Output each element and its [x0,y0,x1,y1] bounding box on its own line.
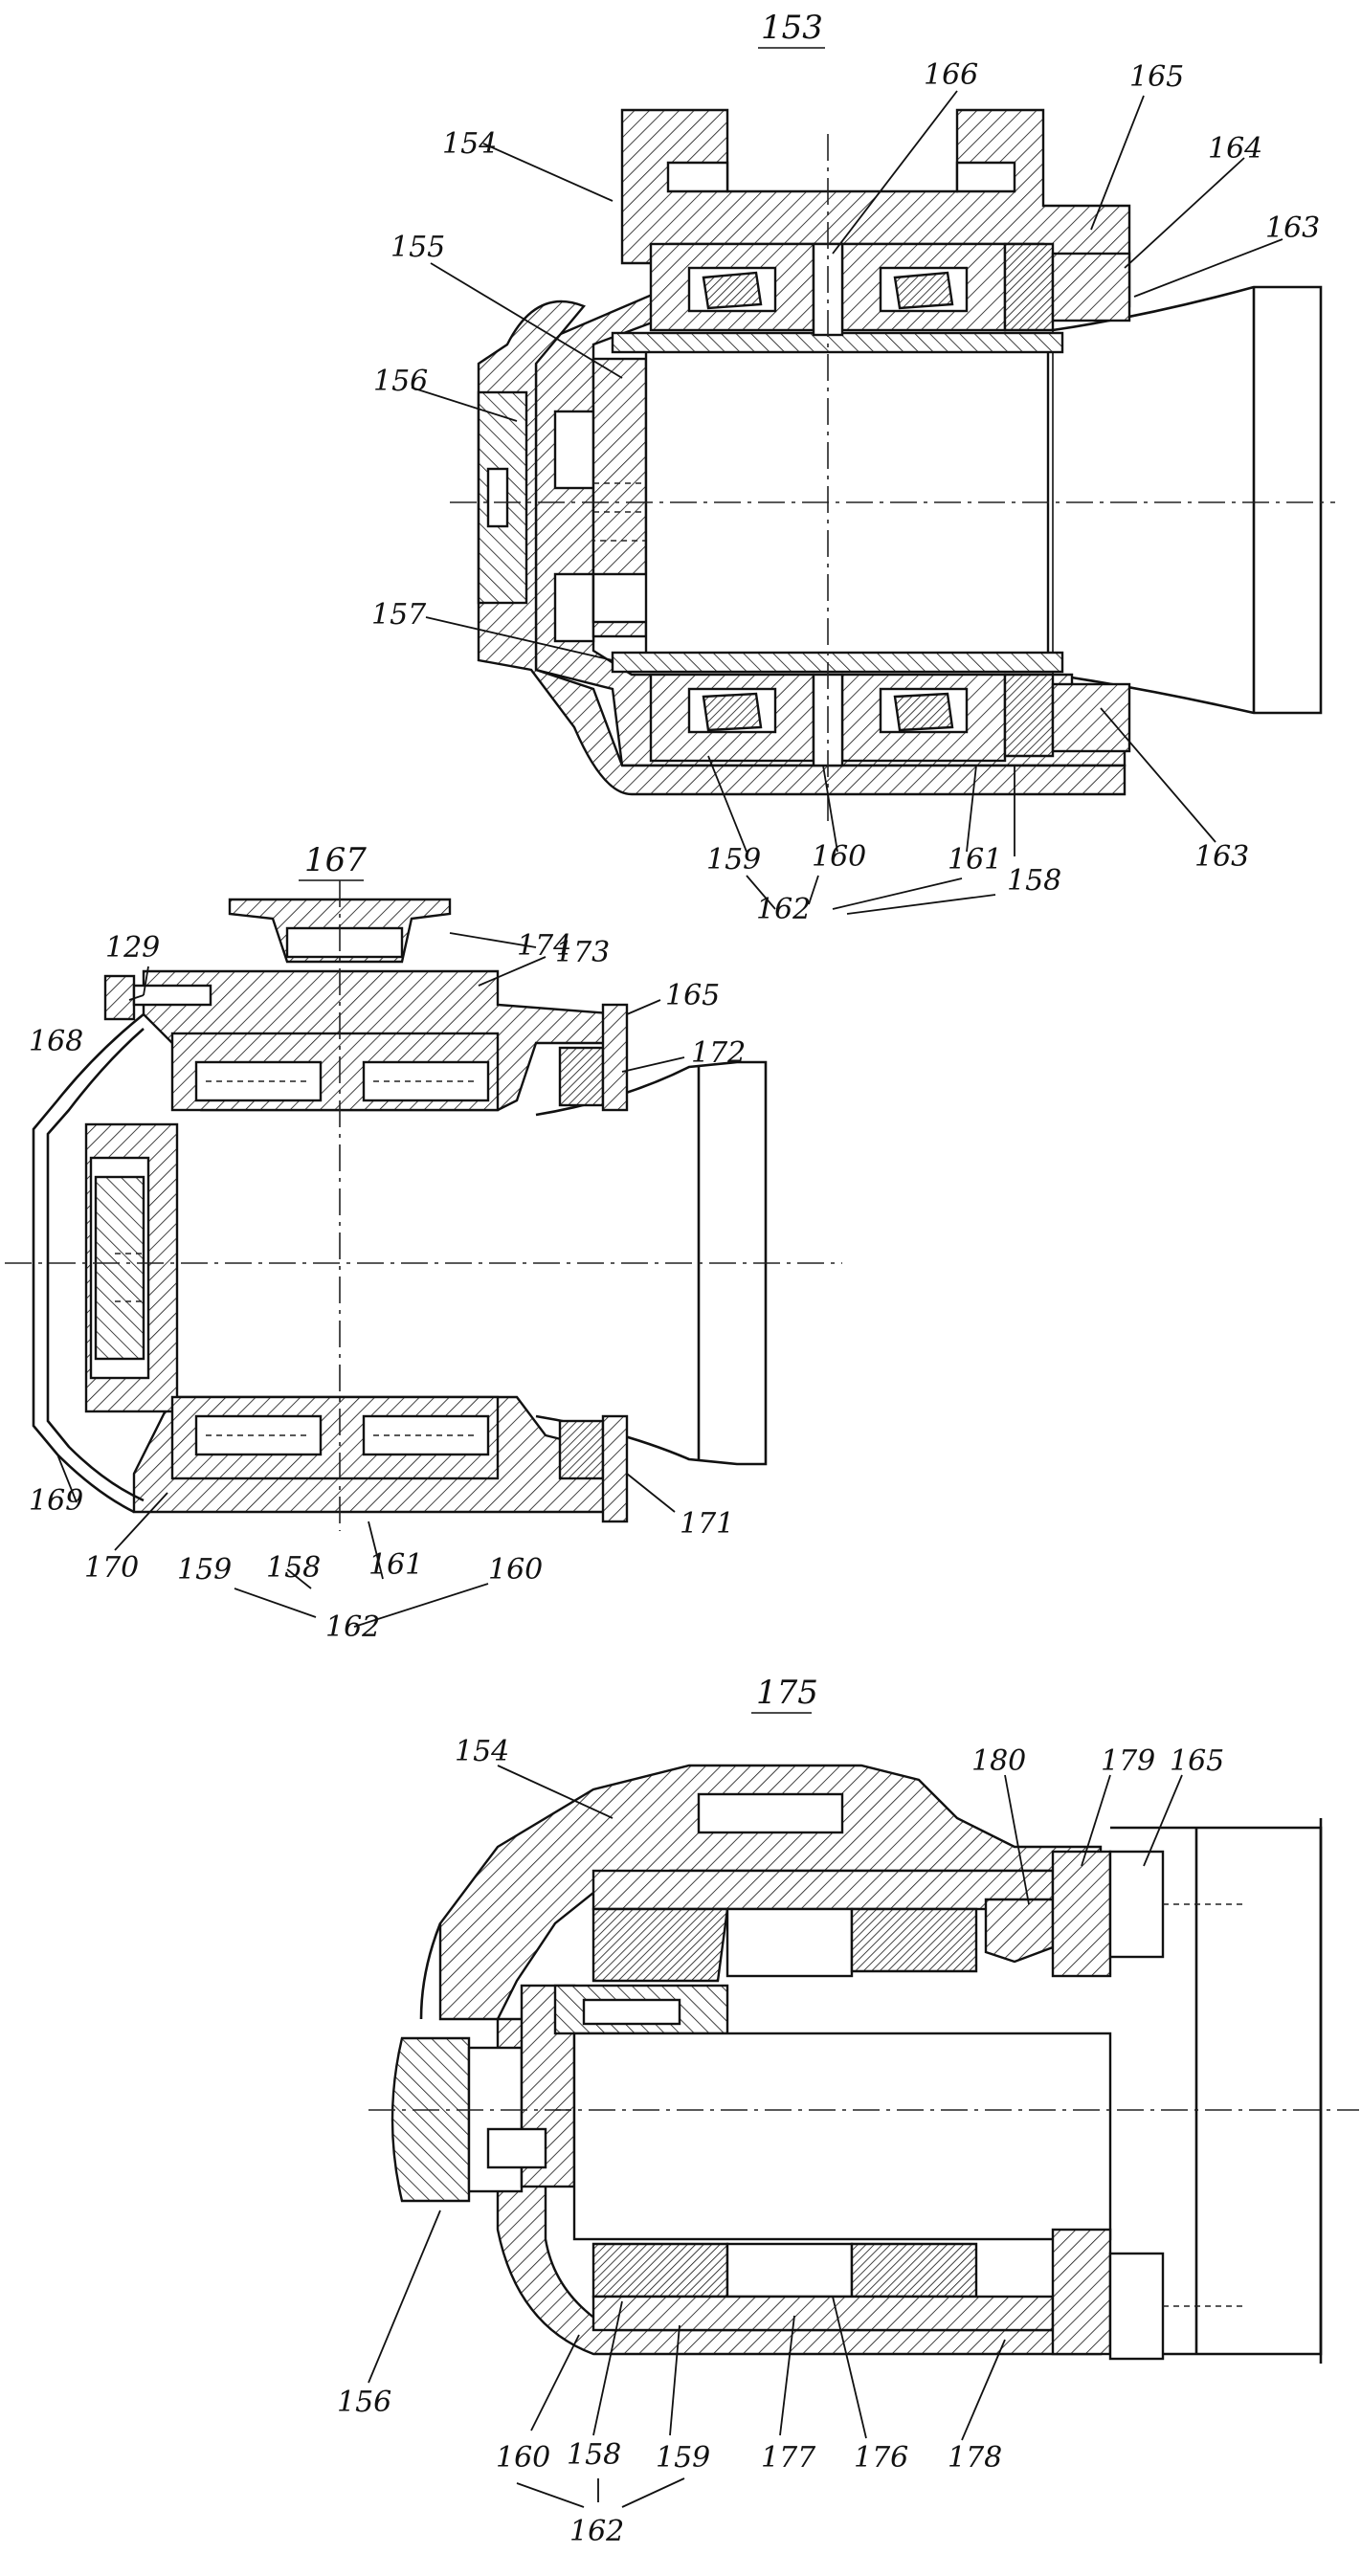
label-162: 162 [756,893,811,926]
label-173: 173 [555,936,610,969]
label-154: 154 [442,127,497,161]
figure-title: 153 [761,9,823,47]
label-176: 176 [854,2441,908,2475]
upper-bearing-pair [649,242,1131,337]
label-159: 159 [177,1553,232,1587]
label-164: 164 [1208,132,1262,166]
label-180: 180 [971,1744,1026,1778]
axle-shaft [1110,1818,1323,2364]
leader-lines [411,90,1283,915]
label-171: 171 [680,1507,734,1541]
label-166: 166 [924,58,978,92]
figure-175: 175 [337,1674,1359,2548]
upper-bearing-pair [591,1850,1112,1983]
label-160: 160 [496,2441,550,2475]
lower-bearing-pair [649,673,1131,767]
leader-lines [368,1765,1183,2508]
label-162: 162 [325,1610,380,1644]
label-159: 159 [706,843,761,877]
figure-title: 175 [756,1674,818,1712]
label-155: 155 [390,231,445,264]
figure-title: 167 [304,841,367,879]
label-160: 160 [812,840,866,874]
label-165: 165 [1129,60,1184,94]
label-165: 165 [665,979,720,1012]
label-162: 162 [569,2515,624,2548]
label-157: 157 [371,598,427,632]
leader-lines [56,932,685,1628]
label-170: 170 [84,1551,139,1585]
label-156: 156 [373,365,428,398]
lower-bearing-pair [591,2228,1112,2356]
label-163-bottom: 163 [1194,840,1249,874]
end-cover [390,1984,729,2203]
axle-box-housing [419,1764,1103,2356]
label-172: 172 [691,1036,746,1070]
label-178: 178 [948,2441,1002,2475]
label-129: 129 [105,931,160,965]
label-161: 161 [368,1548,423,1582]
end-cover [84,1122,179,1413]
label-158: 158 [1007,864,1061,898]
label-165: 165 [1170,1744,1224,1778]
label-161: 161 [948,843,1002,877]
label-154: 154 [455,1735,509,1768]
figure-167: 167 [5,841,842,1644]
end-cover [477,357,767,643]
lower-bearing-pair [170,1395,500,1480]
figure-153: 153 [371,9,1335,926]
label-156: 156 [337,2386,391,2419]
label-159: 159 [656,2441,710,2475]
label-160: 160 [488,1553,543,1587]
label-168: 168 [29,1025,83,1058]
label-158: 158 [266,1551,321,1585]
axle-shaft [1052,285,1323,715]
label-163-top: 163 [1265,211,1320,245]
label-158: 158 [567,2438,621,2472]
label-179: 179 [1101,1744,1155,1778]
label-177: 177 [761,2441,816,2475]
label-174: 174 [517,929,571,963]
label-169: 169 [29,1484,83,1518]
upper-bearing-pair [170,1032,500,1112]
